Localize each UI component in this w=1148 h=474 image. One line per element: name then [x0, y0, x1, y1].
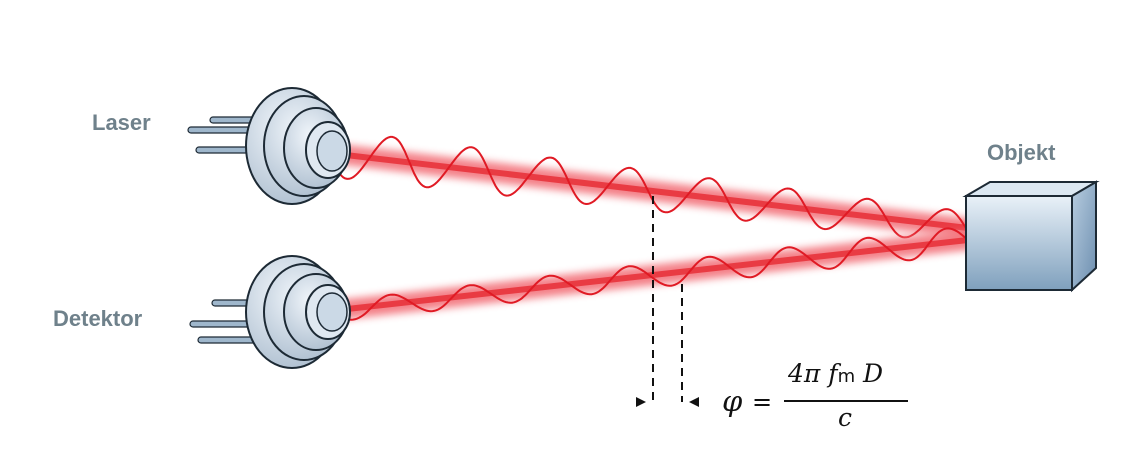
formula-phi: φ: [722, 384, 743, 418]
formula-subscript: m: [837, 366, 856, 387]
phase-shift-markers: [636, 196, 699, 407]
objekt-label: Objekt: [987, 140, 1056, 165]
arrow-right-icon: [636, 397, 646, 407]
laser-wave: [329, 135, 969, 239]
fraction-bar: [784, 400, 908, 402]
formula-denominator: c: [838, 403, 853, 432]
formula-numerator-prefix: 4π: [788, 359, 829, 388]
cube-icon: [962, 180, 1100, 293]
formula-numerator-suffix: D: [855, 359, 884, 388]
return-beam: [310, 227, 978, 322]
photodiode-icon: [189, 255, 351, 369]
laser-label: Laser: [92, 110, 151, 135]
laser-beam: [310, 135, 978, 239]
detektor-label: Detektor: [53, 306, 143, 331]
return-wave: [329, 227, 969, 321]
formula-f: f: [828, 359, 838, 388]
arrow-left-icon: [689, 397, 699, 407]
formula-numerator: 4π fm D: [788, 359, 883, 388]
laser-diode-icon: [187, 87, 351, 205]
formula-equals: =: [752, 388, 773, 416]
